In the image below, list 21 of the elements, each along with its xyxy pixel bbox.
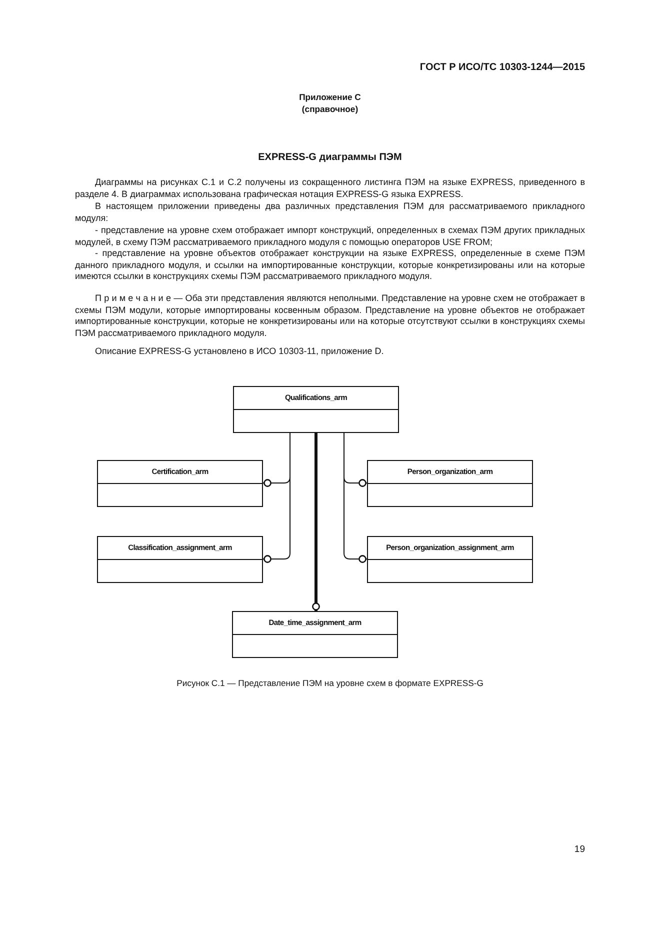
entity-box: [232, 611, 398, 658]
page-header: ГОСТ Р ИСО/ТС 10303-1244—2015: [418, 62, 585, 74]
paragraph: Описание EXPRESS-G установлено в ИСО 10303-11, приложение D.: [94, 346, 385, 358]
figure-caption: Рисунок С.1 — Представление ПЭМ на уровне схем в формате EXPRESS-G: [176, 678, 484, 690]
relationship-line: [262, 432, 290, 563]
entity-box: [97, 460, 263, 507]
list-item: - представление на уровне объектов отображает конструкции на языке EXPRESS, определенные в схеме ПЭМ данного прикладного модуля, и ссылки на импортированные конструкции, которые конкретизированы или на которые имеются ссылки в конструкциях схемы ПЭМ рассматриваемого прикладного модуля.: [75, 248, 585, 283]
paragraph: В настоящем приложении приведены два различных представления ПЭМ для рассматриваемого прикладного модуля:: [75, 201, 585, 224]
entity-box: [367, 460, 533, 507]
page-number: 19: [573, 844, 585, 856]
list-item: - представление на уровне схем отображает импорт конструкций, определенных в схемах ПЭМ других прикладных модулей, в схему ПЭМ рассматриваемого прикладного модуля с помощью операторов USE FROM;: [75, 225, 585, 248]
appendix-heading: Приложение С: [298, 92, 362, 104]
relationship-line: [344, 432, 368, 563]
section-title: EXPRESS-G диаграммы ПЭМ: [257, 152, 403, 164]
paragraph: Диаграммы на рисунках С.1 и С.2 получены из сокращенного листинга ПЭМ на языке EXPRESS, приведенного в разделе 4. В диаграммах использована графическая нотация EXPRESS-G языка EXPRESS.: [75, 177, 585, 200]
entity-box: [367, 536, 533, 583]
entity-box: [233, 386, 399, 433]
relationship-line: [312, 433, 320, 611]
entity-box: [97, 536, 263, 583]
note-paragraph: П р и м е ч а н и е — Оба эти представления являются неполными. Представление на уровне схем не отображает в схемы ПЭМ модули, которые импортированы косвенным образом. Представление на уровне объектов не отображает импортированные конструкции, которые не конкретизированы или на которые отсутствуют ссылки в конструкциях схемы ПЭМ рассматриваемого прикладного модуля.: [75, 293, 585, 340]
appendix-note: (справочное): [300, 104, 360, 116]
